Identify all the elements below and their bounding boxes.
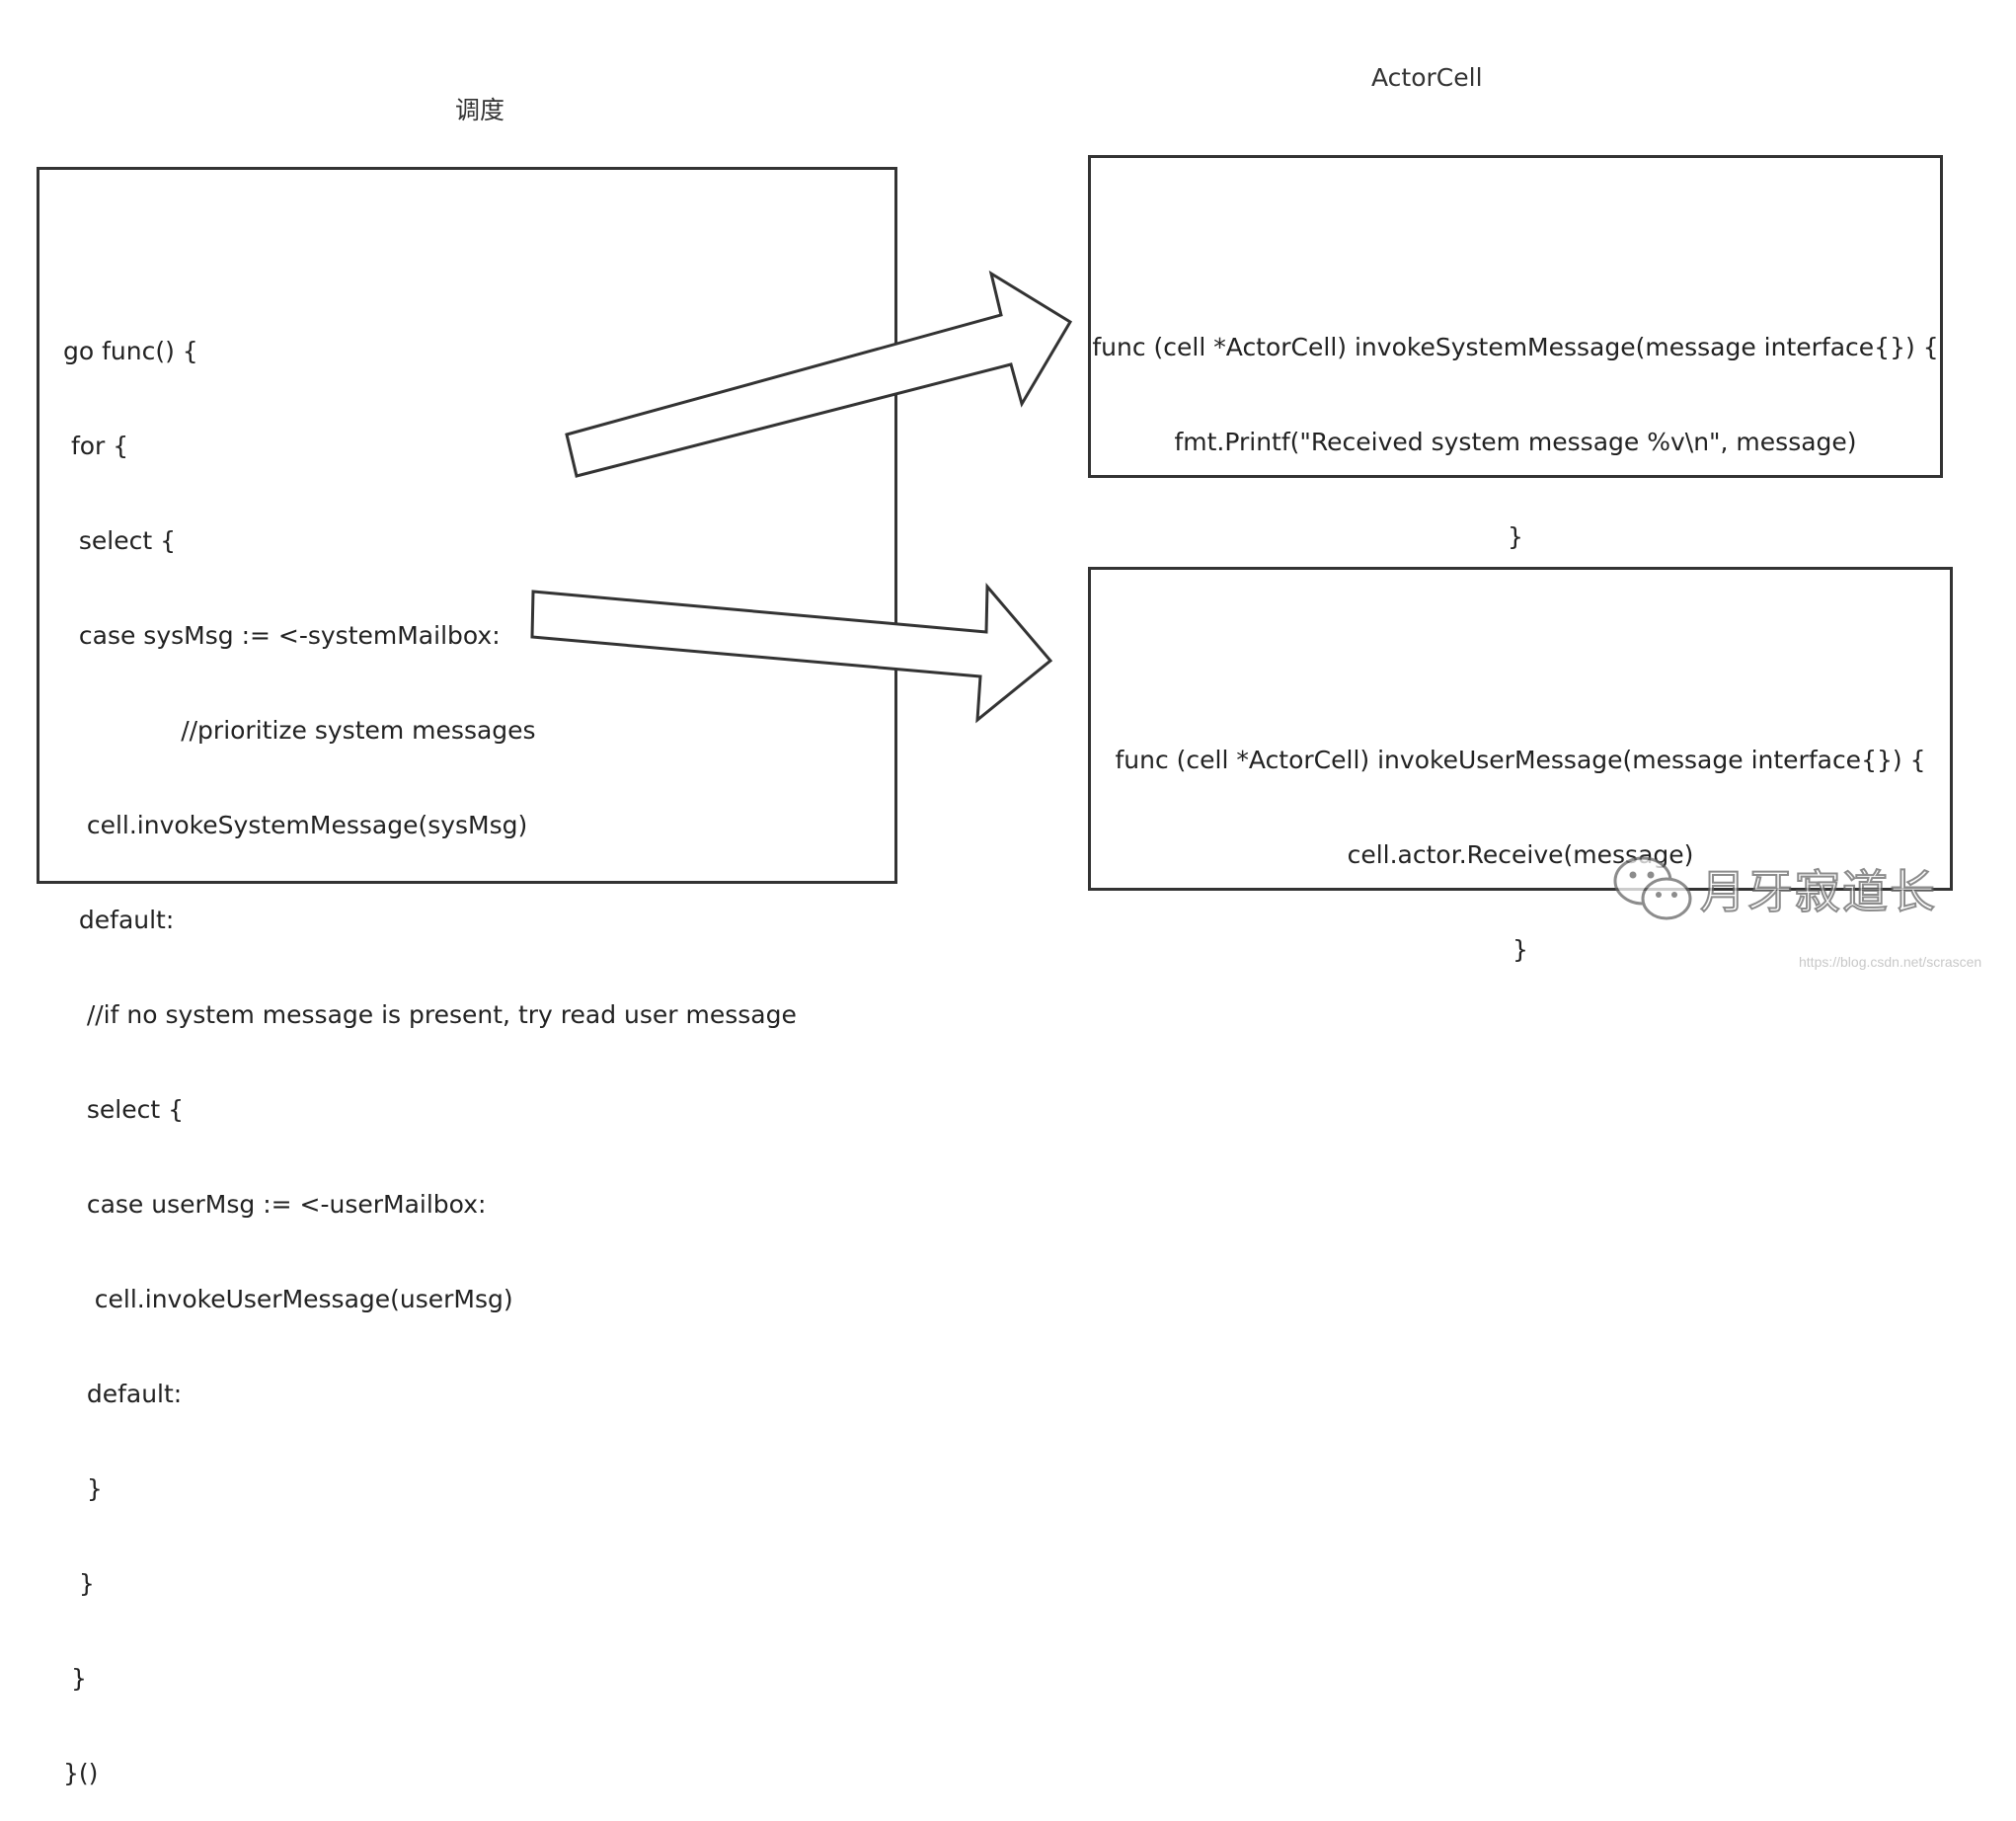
code-line: } <box>63 1474 103 1503</box>
code-line: default: <box>63 1380 183 1408</box>
code-line: } <box>1512 935 1528 964</box>
code-line: //prioritize system messages <box>63 716 536 745</box>
code-line: cell.invokeSystemMessage(sysMsg) <box>63 811 528 839</box>
watermark-url: https://blog.csdn.net/scrascen <box>1799 954 1982 970</box>
arrow-to-user-message <box>530 583 1053 724</box>
scheduler-box <box>37 167 897 884</box>
arrows-layer <box>530 270 1073 724</box>
code-line: case userMsg := <-userMailbox: <box>63 1190 487 1219</box>
watermark: 月牙寂道长 <box>1611 853 1937 924</box>
code-line: func (cell *ActorCell) invokeUserMessage… <box>1115 746 1926 774</box>
user-message-box <box>1088 567 1953 891</box>
code-line: for { <box>63 432 129 460</box>
code-line: fmt.Printf("Received system message %v\n… <box>1174 428 1857 456</box>
code-line: default: <box>63 906 175 934</box>
code-line: select { <box>63 1095 184 1124</box>
code-line: } <box>63 1569 95 1598</box>
user-message-code: func (cell *ActorCell) invokeUserMessage… <box>1088 681 1953 997</box>
scheduler-title: 调度 <box>455 96 505 124</box>
system-message-box <box>1088 155 1943 478</box>
watermark-text: 月牙寂道长 <box>1699 864 1937 919</box>
code-line: cell.invokeUserMessage(userMsg) <box>63 1285 513 1313</box>
code-line: select { <box>63 526 177 555</box>
arrow-to-system-message <box>565 270 1073 478</box>
code-line: func (cell *ActorCell) invokeSystemMessa… <box>1092 333 1939 361</box>
actor-cell-title: ActorCell <box>1371 63 1483 92</box>
code-line: } <box>63 1664 87 1693</box>
code-line: case sysMsg := <-systemMailbox: <box>63 621 501 650</box>
code-line: //if no system message is present, try r… <box>63 1000 797 1029</box>
system-message-code: func (cell *ActorCell) invokeSystemMessa… <box>1088 269 1943 585</box>
code-line: go func() { <box>63 337 198 365</box>
code-line: } <box>1508 522 1523 551</box>
code-line: }() <box>63 1759 99 1787</box>
wechat-icon <box>1613 856 1692 920</box>
